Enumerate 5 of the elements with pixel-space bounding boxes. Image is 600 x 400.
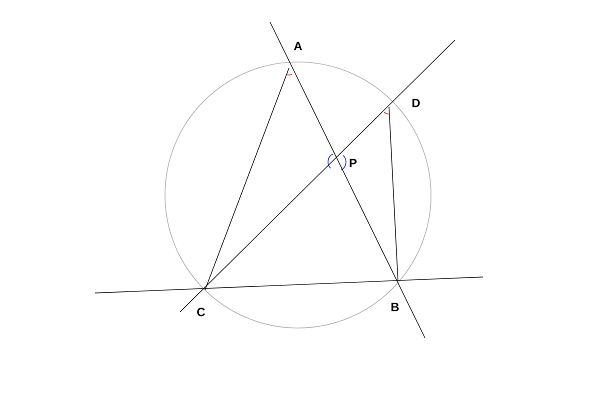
point-label: C bbox=[197, 308, 206, 316]
point-label: D bbox=[412, 98, 420, 108]
point-label: P bbox=[350, 158, 357, 168]
point-label: B bbox=[391, 302, 399, 312]
point-label: A bbox=[294, 42, 302, 50]
